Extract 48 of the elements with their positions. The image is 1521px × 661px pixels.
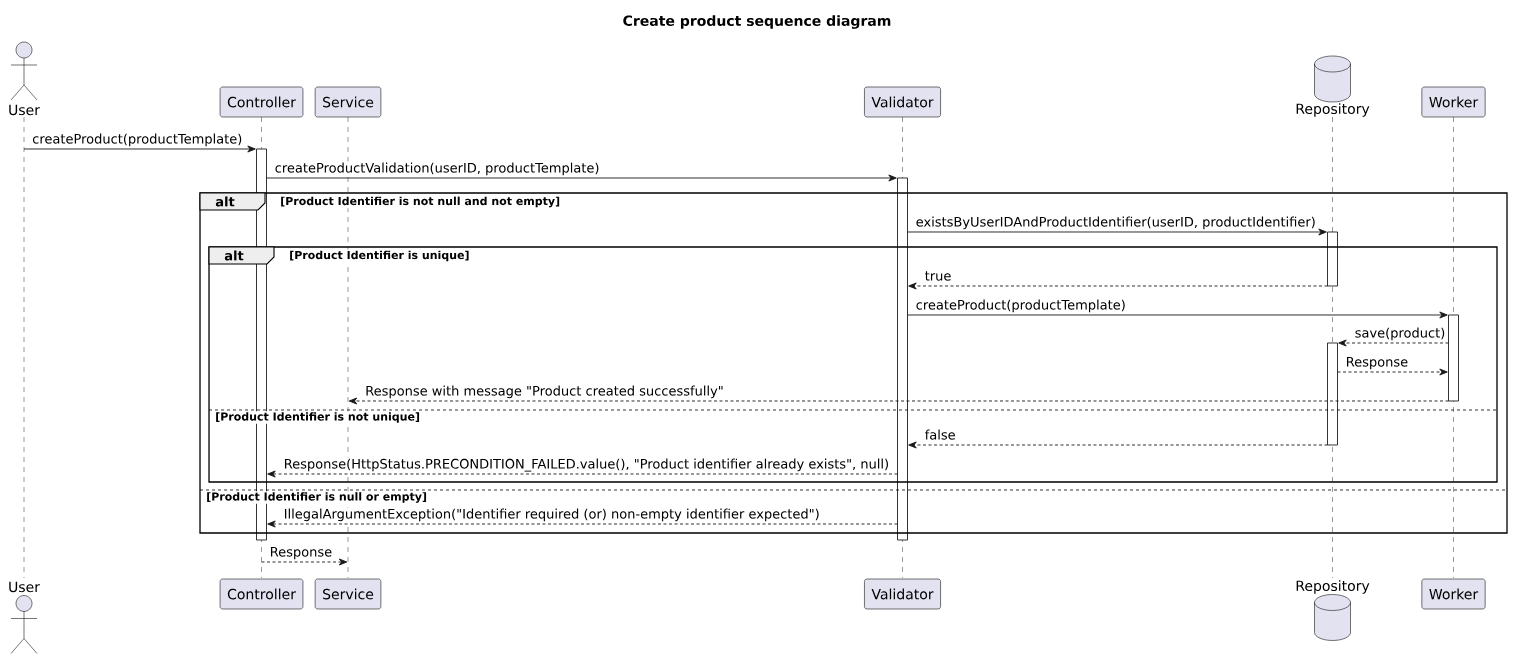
lifeline: [23, 116, 25, 579]
activation-bar: [1327, 231, 1338, 287]
message-label: IllegalArgumentException("Identifier required (or) non-empty identifier expected"): [282, 507, 821, 523]
message-arrow: [266, 174, 897, 182]
message-arrow: [907, 311, 1448, 319]
message-label: Response(HttpStatus.PRECONDITION_FAILED.value(), "Product identifier already exists", null): [282, 457, 891, 473]
frame-tab: alt: [199, 192, 266, 211]
participant-box: Controller: [219, 578, 304, 610]
participant-label: Repository: [1296, 103, 1370, 117]
message-arrow: [1337, 368, 1448, 376]
message-label: createProductValidation(userID, productTemplate): [273, 161, 601, 177]
title: Create product sequence diagram: [623, 15, 891, 29]
participant-box: Validator: [864, 86, 941, 118]
guard-label: [Product Identifier is not null and not empty]: [279, 195, 562, 209]
message-label: save(product): [1353, 326, 1447, 342]
message-arrow: [908, 441, 1328, 449]
message-arrow: [907, 228, 1327, 236]
message-label: false: [923, 428, 957, 441]
guard-label: [Product Identifier is not unique]: [214, 411, 421, 424]
message-arrow: [908, 282, 1328, 290]
participant-box: Service: [314, 578, 382, 610]
participant-label: User: [9, 104, 40, 116]
participant-box: Worker: [1421, 578, 1486, 610]
message-label: Response: [268, 546, 334, 561]
message-arrow: [23, 145, 256, 153]
message-arrow: [261, 558, 348, 566]
activation-bar: [1448, 314, 1459, 402]
message-arrow: [267, 470, 898, 478]
message-arrow: [267, 520, 898, 528]
message-label: Response with message "Product created successfully": [364, 384, 725, 400]
activation-bar: [1327, 342, 1338, 446]
message-label: Response: [1344, 356, 1410, 371]
frame-tab: alt: [208, 246, 275, 265]
guard-label: [Product Identifier is unique]: [288, 249, 471, 263]
participant-label: Repository: [1296, 580, 1370, 594]
participant-label: User: [9, 581, 40, 593]
message-label: createProduct(productTemplate): [31, 132, 244, 148]
participant-box: Worker: [1421, 86, 1486, 118]
participant-box: Service: [314, 86, 382, 118]
participant-box: Validator: [864, 578, 941, 610]
message-label: existsByUserIDAndProductIdentifier(userID, productIdentifier): [914, 215, 1317, 231]
message-arrow: [1338, 339, 1449, 347]
message-arrow: [348, 397, 1449, 405]
message-label: true: [923, 270, 953, 282]
message-label: createProduct(productTemplate): [914, 298, 1127, 314]
participant-box: Controller: [219, 86, 304, 118]
lifeline: [347, 116, 349, 579]
guard-label: [Product Identifier is null or empty]: [205, 491, 428, 504]
